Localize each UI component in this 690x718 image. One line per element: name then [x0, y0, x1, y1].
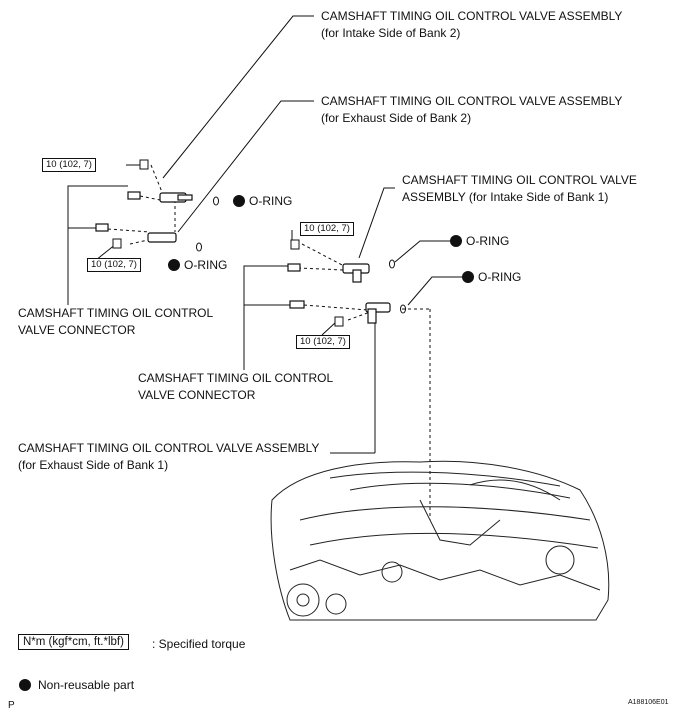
- nonreusable-marker-4: [462, 271, 474, 283]
- callout-connector-bank2-line1: CAMSHAFT TIMING OIL CONTROL: [18, 306, 214, 320]
- legend-nonreusable-marker: [19, 679, 31, 691]
- oring-label-1: O-RING: [249, 194, 293, 208]
- callout-connector-bank2: CAMSHAFT TIMING OIL CONTROL VALVE CONNEC…: [18, 305, 213, 339]
- corner-mark: P: [8, 700, 15, 711]
- callout-exhaust-bank1-line2: (for Exhaust Side of Bank 1): [18, 458, 169, 472]
- callout-exhaust-bank2-line1: CAMSHAFT TIMING OIL CONTROL VALVE ASSEMB…: [321, 94, 623, 108]
- callout-intake-bank1: CAMSHAFT TIMING OIL CONTROL VALVE ASSEMB…: [402, 172, 637, 206]
- callout-intake-bank1-line2: ASSEMBLY (for Intake Side of Bank 1): [402, 190, 609, 204]
- callout-exhaust-bank2-line2: (for Exhaust Side of Bank 2): [321, 111, 472, 125]
- callout-exhaust-bank1: CAMSHAFT TIMING OIL CONTROL VALVE ASSEMB…: [18, 440, 319, 474]
- legend-torque-desc: : Specified torque: [152, 637, 246, 651]
- callout-exhaust-bank2: CAMSHAFT TIMING OIL CONTROL VALVE ASSEMB…: [321, 93, 622, 127]
- callout-connector-bank1-line1: CAMSHAFT TIMING OIL CONTROL: [138, 371, 334, 385]
- nonreusable-marker-1: [233, 195, 245, 207]
- legend-nonreusable-desc: Non-reusable part: [38, 678, 135, 692]
- legend-torque-unit: N*m (kgf*cm, ft.*lbf): [18, 634, 129, 650]
- callout-connector-bank2-line2: VALVE CONNECTOR: [18, 323, 136, 337]
- callout-intake-bank2-line1: CAMSHAFT TIMING OIL CONTROL VALVE ASSEMB…: [321, 9, 623, 23]
- callout-connector-bank1: CAMSHAFT TIMING OIL CONTROL VALVE CONNEC…: [138, 370, 333, 404]
- callout-intake-bank1-line1: CAMSHAFT TIMING OIL CONTROL VALVE: [402, 173, 637, 187]
- callout-connector-bank1-line2: VALVE CONNECTOR: [138, 388, 256, 402]
- oring-label-4: O-RING: [478, 270, 522, 284]
- callout-intake-bank2: CAMSHAFT TIMING OIL CONTROL VALVE ASSEMB…: [321, 8, 622, 42]
- engine-illustration: [270, 460, 610, 621]
- torque-label-1: 10 (102, 7): [42, 158, 96, 172]
- torque-label-4: 10 (102, 7): [296, 335, 350, 349]
- callout-intake-bank2-line2: (for Intake Side of Bank 2): [321, 26, 461, 40]
- oring-label-3: O-RING: [466, 234, 510, 248]
- figure-code: A188106E01: [628, 699, 669, 706]
- nonreusable-marker-2: [168, 259, 180, 271]
- torque-label-2: 10 (102, 7): [87, 258, 141, 272]
- oring-label-2: O-RING: [184, 258, 228, 272]
- nonreusable-marker-3: [450, 235, 462, 247]
- callout-exhaust-bank1-line1: CAMSHAFT TIMING OIL CONTROL VALVE ASSEMB…: [18, 441, 320, 455]
- torque-label-3: 10 (102, 7): [300, 222, 354, 236]
